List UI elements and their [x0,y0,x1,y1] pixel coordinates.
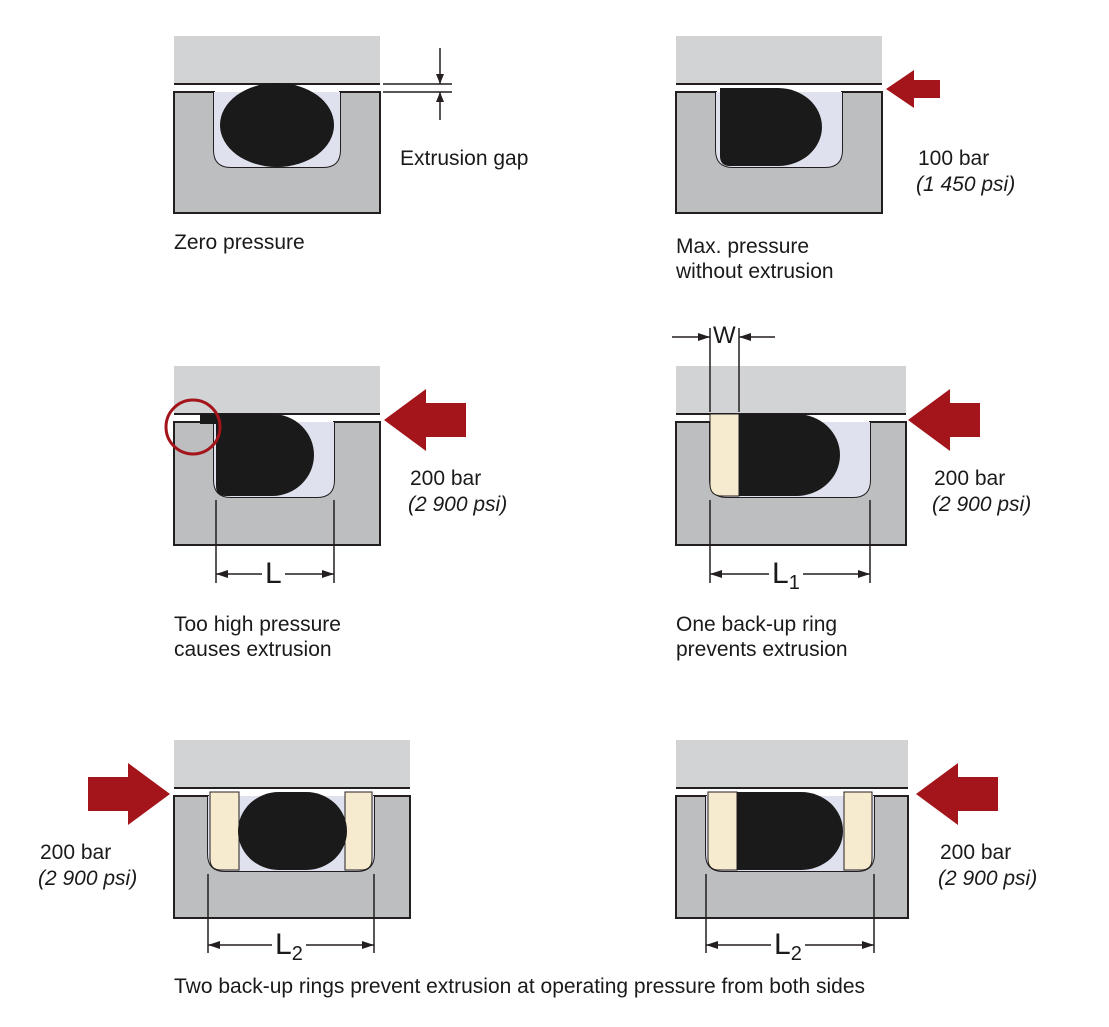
pressure-arrow [908,389,980,451]
backup-ring-right [344,791,373,871]
pressure-arrow [88,763,170,825]
panel-two-backup-rings-right [675,740,998,953]
dim-arrowhead-right [322,570,334,578]
pressure-psi-value: (2 900 psi) [38,867,138,890]
pressure-value: 200 bar [934,467,1006,490]
o-ring [737,792,843,870]
rod [174,740,410,788]
w-arrowhead-right [739,333,751,341]
dimension-L1-label: L1 [769,559,803,598]
too-high-caption-line1: Too high pressure [174,613,341,636]
extrusion-gap-label: Extrusion gap [400,147,529,170]
dim-arrowhead-left [710,570,722,578]
pressure-psi-value: (2 900 psi) [938,867,1038,890]
too-high-caption-line2: causes extrusion [174,638,332,661]
dim-arrowhead-right [862,941,874,949]
pressure-value: 200 bar [410,467,482,490]
pressure-psi-value: (1 450 psi) [916,173,1016,196]
dim-arrowhead-left [208,941,220,949]
rod [676,366,906,414]
o-ring [220,83,334,167]
dim-arrowhead-right [362,941,374,949]
zero-pressure-caption: Zero pressure [174,231,305,254]
gap-arrowhead-bottom [436,92,444,102]
backup-ring-right [843,791,873,871]
panel-too-high-pressure [164,366,466,583]
rod [676,36,882,84]
panel-max-pressure [675,36,940,214]
o-ring [720,88,822,166]
max-pressure-caption-line2: without extrusion [676,260,834,283]
w-arrowhead-left [698,333,710,341]
pressure-arrow [384,389,466,451]
rod [174,36,380,84]
backup-ring [709,413,740,497]
backup-ring-left [209,791,240,871]
backup-ring-left [707,791,738,871]
rod [174,366,380,414]
extrusion-highlight-circle [164,398,222,456]
extrusion-gap-dimension [383,48,452,120]
pressure-value: 200 bar [40,841,112,864]
pressure-value: 100 bar [918,147,990,170]
panel-one-backup-ring [672,328,980,583]
width-W-label: W [713,322,736,349]
two-rings-caption: Two back-up rings prevent extrusion at o… [174,975,866,998]
pressure-psi-value: (2 900 psi) [932,493,1032,516]
dimension-L2-label: L2 [771,930,805,969]
one-ring-caption-line2: prevents extrusion [676,638,848,661]
o-ring [238,792,347,870]
dimension-L2-label: L2 [272,930,306,969]
rod [676,740,908,788]
pressure-arrow [886,70,940,108]
pressure-psi-value: (2 900 psi) [408,493,508,516]
panel-zero-pressure [173,36,452,214]
max-pressure-caption-line1: Max. pressure [676,235,810,258]
panel-two-backup-rings-left [88,740,411,953]
dim-arrowhead-right [858,570,870,578]
dim-arrowhead-left [706,941,718,949]
pressure-value: 200 bar [940,841,1012,864]
dim-arrowhead-left [216,570,228,578]
one-ring-caption-line1: One back-up ring [676,613,838,636]
pressure-arrow [916,763,998,825]
dimension-L-label: L [262,559,285,589]
gap-arrowhead-top [436,74,444,84]
o-ring [739,414,840,496]
extruded-o-ring [200,414,314,496]
